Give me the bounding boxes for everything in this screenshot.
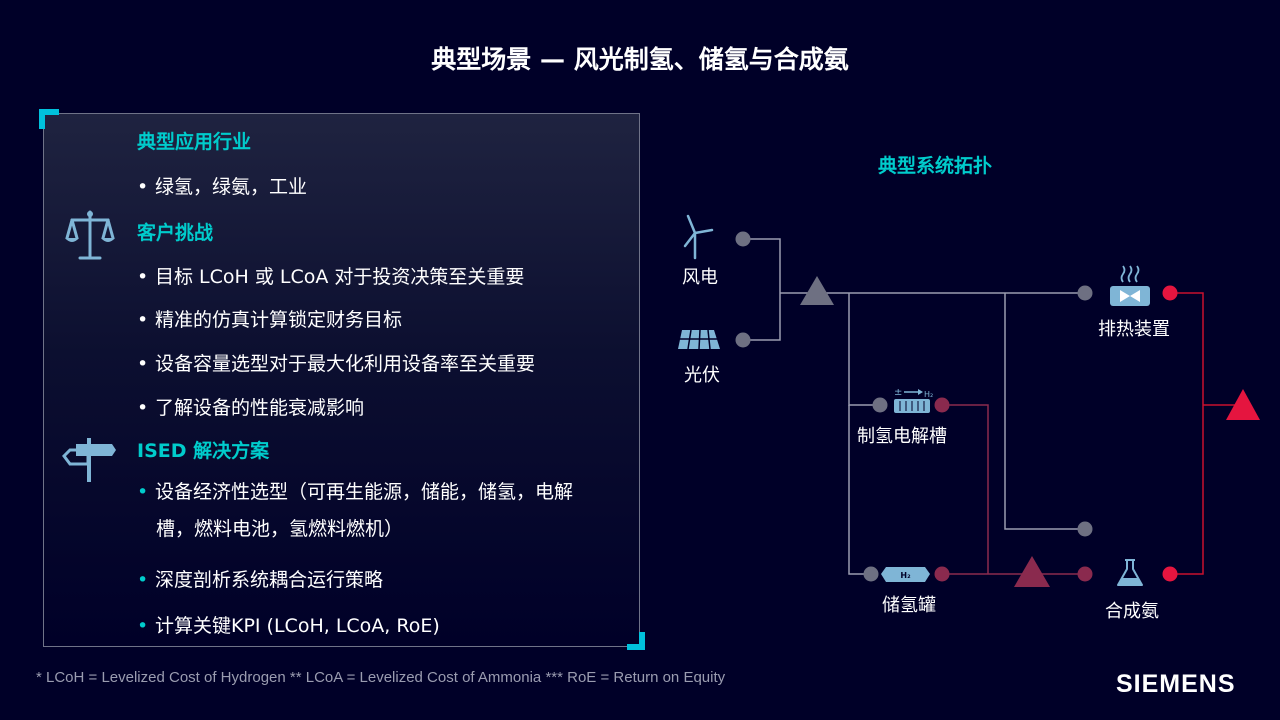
content-panel <box>43 113 640 647</box>
electrolyzer-power-line <box>848 293 880 406</box>
corner-accent-bottom-right <box>627 632 645 650</box>
section-heading-industry: 典型应用行业 <box>137 131 252 153</box>
signpost-icon <box>62 438 116 482</box>
section-heading-challenge: 客户挑战 <box>137 222 214 244</box>
node-storage-in <box>863 566 879 582</box>
node-ammonia-h2 <box>1077 566 1093 582</box>
label-pv: 光伏 <box>684 365 720 386</box>
wind-turbine-icon <box>683 214 714 260</box>
node-electrolyzer-in <box>872 397 888 413</box>
bullet-solution-2: •深度剖析系统耦合运行策略 <box>137 569 384 591</box>
hydrogen-tank-icon: H₂ <box>881 567 930 582</box>
scales-icon <box>65 210 115 260</box>
label-electrolyzer: 制氢电解槽 <box>857 426 947 447</box>
topology-title: 典型系统拓扑 <box>878 155 993 177</box>
bullet-challenge-3: •设备容量选型对于最大化利用设备率至关重要 <box>137 353 536 375</box>
electrolyzer-h2-label: H₂ <box>924 390 933 399</box>
footnote: * LCoH = Levelized Cost of Hydrogen ** L… <box>36 669 726 686</box>
label-heat: 排热装置 <box>1098 319 1170 340</box>
label-ammonia: 合成氨 <box>1105 601 1159 622</box>
node-wind <box>735 231 751 247</box>
h2-electrolyzer-line <box>942 404 989 574</box>
heat-loop-line <box>1170 292 1204 575</box>
electrolyzer-icon: ± H₂ <box>894 387 933 413</box>
bullet-challenge-1: •目标 LCoH 或 LCoA 对于投资决策至关重要 <box>137 266 525 288</box>
corner-accent-top-left <box>39 109 59 129</box>
label-wind: 风电 <box>682 267 718 288</box>
node-heat-in <box>1077 285 1093 301</box>
bullet-industry: •绿氢，绿氨，工业 <box>137 176 308 198</box>
node-pv <box>735 332 751 348</box>
bullet-challenge-4: •了解设备的性能衰减影响 <box>137 397 365 419</box>
node-electrolyzer-out <box>934 397 950 413</box>
node-heat-out <box>1162 285 1178 301</box>
node-ammonia-power <box>1077 521 1093 537</box>
ammonia-power-line <box>1004 293 1085 530</box>
power-bus-triangle <box>800 276 834 305</box>
bullet-challenge-2: •精准的仿真计算锁定财务目标 <box>137 309 403 331</box>
flask-icon <box>1117 559 1143 586</box>
heat-exchanger-icon <box>1110 265 1150 306</box>
section-heading-solution: ISED 解决方案 <box>137 440 270 462</box>
page-title: 典型场景 — 风光制氢、储氢与合成氨 <box>431 45 849 74</box>
bullet-solution-3: •计算关键KPI (LCoH, LCoA, RoE) <box>137 615 440 637</box>
tank-h2-label: H₂ <box>900 571 911 580</box>
solar-panel-icon <box>678 329 720 350</box>
renewables-connector <box>743 238 781 341</box>
h2-bus-triangle <box>1014 556 1050 587</box>
siemens-logo: SIEMENS <box>1116 670 1236 698</box>
node-storage-out <box>934 566 950 582</box>
bullet-solution-1: •设备经济性选型（可再生能源，储能，储氢，电解 槽，燃料电池，氢燃料燃机） <box>137 481 574 540</box>
heat-triangle <box>1226 389 1260 420</box>
electrolyzer-pm-label: ± <box>894 387 902 398</box>
label-storage: 储氢罐 <box>882 595 936 616</box>
node-ammonia-heat <box>1162 566 1178 582</box>
